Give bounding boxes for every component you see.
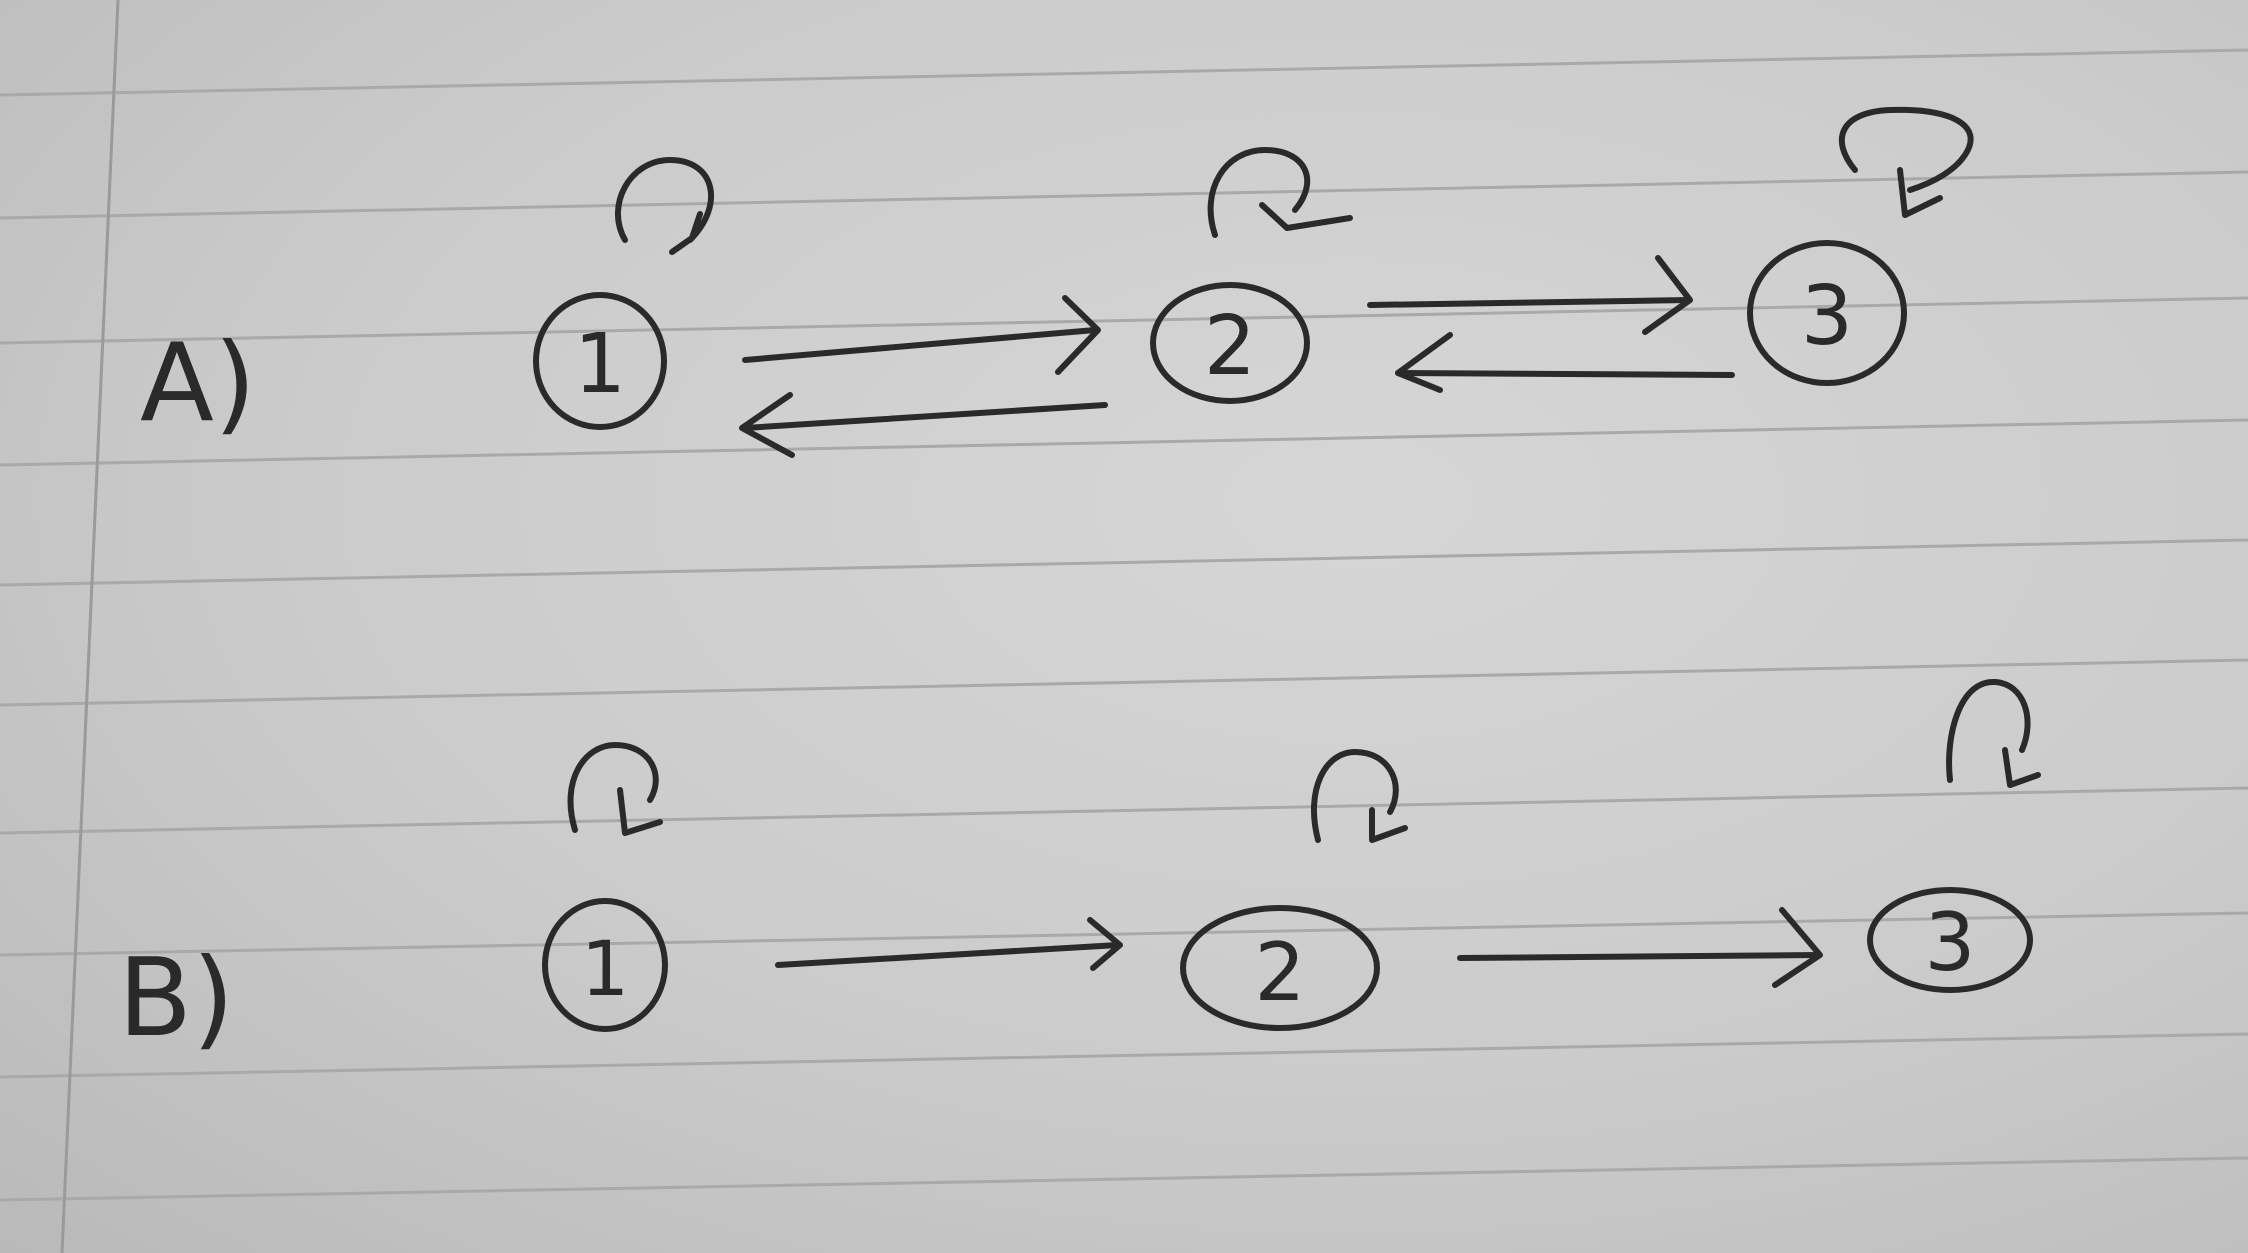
diagram-a-edge-2-to-1 [739, 392, 1108, 458]
diagram-b-state-2-label: 2 [1255, 926, 1306, 1019]
diagram-a-self-loop-3 [1838, 106, 1974, 218]
diagram-b: B) 1 2 3 [118, 678, 2041, 1061]
diagram-b-state-3: 3 [1867, 887, 2033, 993]
diagram-b-self-loop-1 [567, 742, 663, 836]
diagram-a-state-2-label: 2 [1204, 299, 1256, 394]
diagram-a-edge-3-to-2 [1395, 332, 1735, 393]
margin-line [60, 0, 120, 1253]
diagram-a-self-loop-2 [1207, 147, 1353, 238]
diagram-b-edge-2-to-3 [1457, 907, 1823, 988]
diagram-a-state-1-label: 1 [574, 317, 626, 412]
diagram-a-self-loop-1 [614, 157, 715, 255]
diagram-b-state-2: 2 [1180, 905, 1380, 1031]
ruled-lines [0, 48, 2248, 1202]
diagram-a-state-2: 2 [1150, 282, 1310, 404]
diagram-b-edge-1-to-2 [775, 917, 1123, 971]
diagram-a-state-3: 3 [1747, 240, 1907, 386]
diagram-b-state-1: 1 [542, 898, 668, 1032]
diagram-a-label: A) [140, 321, 256, 446]
diagram-a-edge-1-to-2 [742, 295, 1101, 375]
diagram-b-self-loop-2 [1311, 749, 1408, 843]
diagram-b-self-loop-3 [1946, 678, 2041, 788]
diagram-b-state-3-label: 3 [1925, 896, 1976, 989]
diagram-b-state-1-label: 1 [581, 924, 629, 1013]
diagram-b-label: B) [118, 936, 234, 1061]
diagram-a-state-1: 1 [533, 292, 667, 430]
diagram-a-state-3-label: 3 [1801, 269, 1853, 364]
diagram-a: A) 1 2 3 [140, 106, 1974, 458]
diagram-a-edge-2-to-3 [1367, 255, 1693, 335]
